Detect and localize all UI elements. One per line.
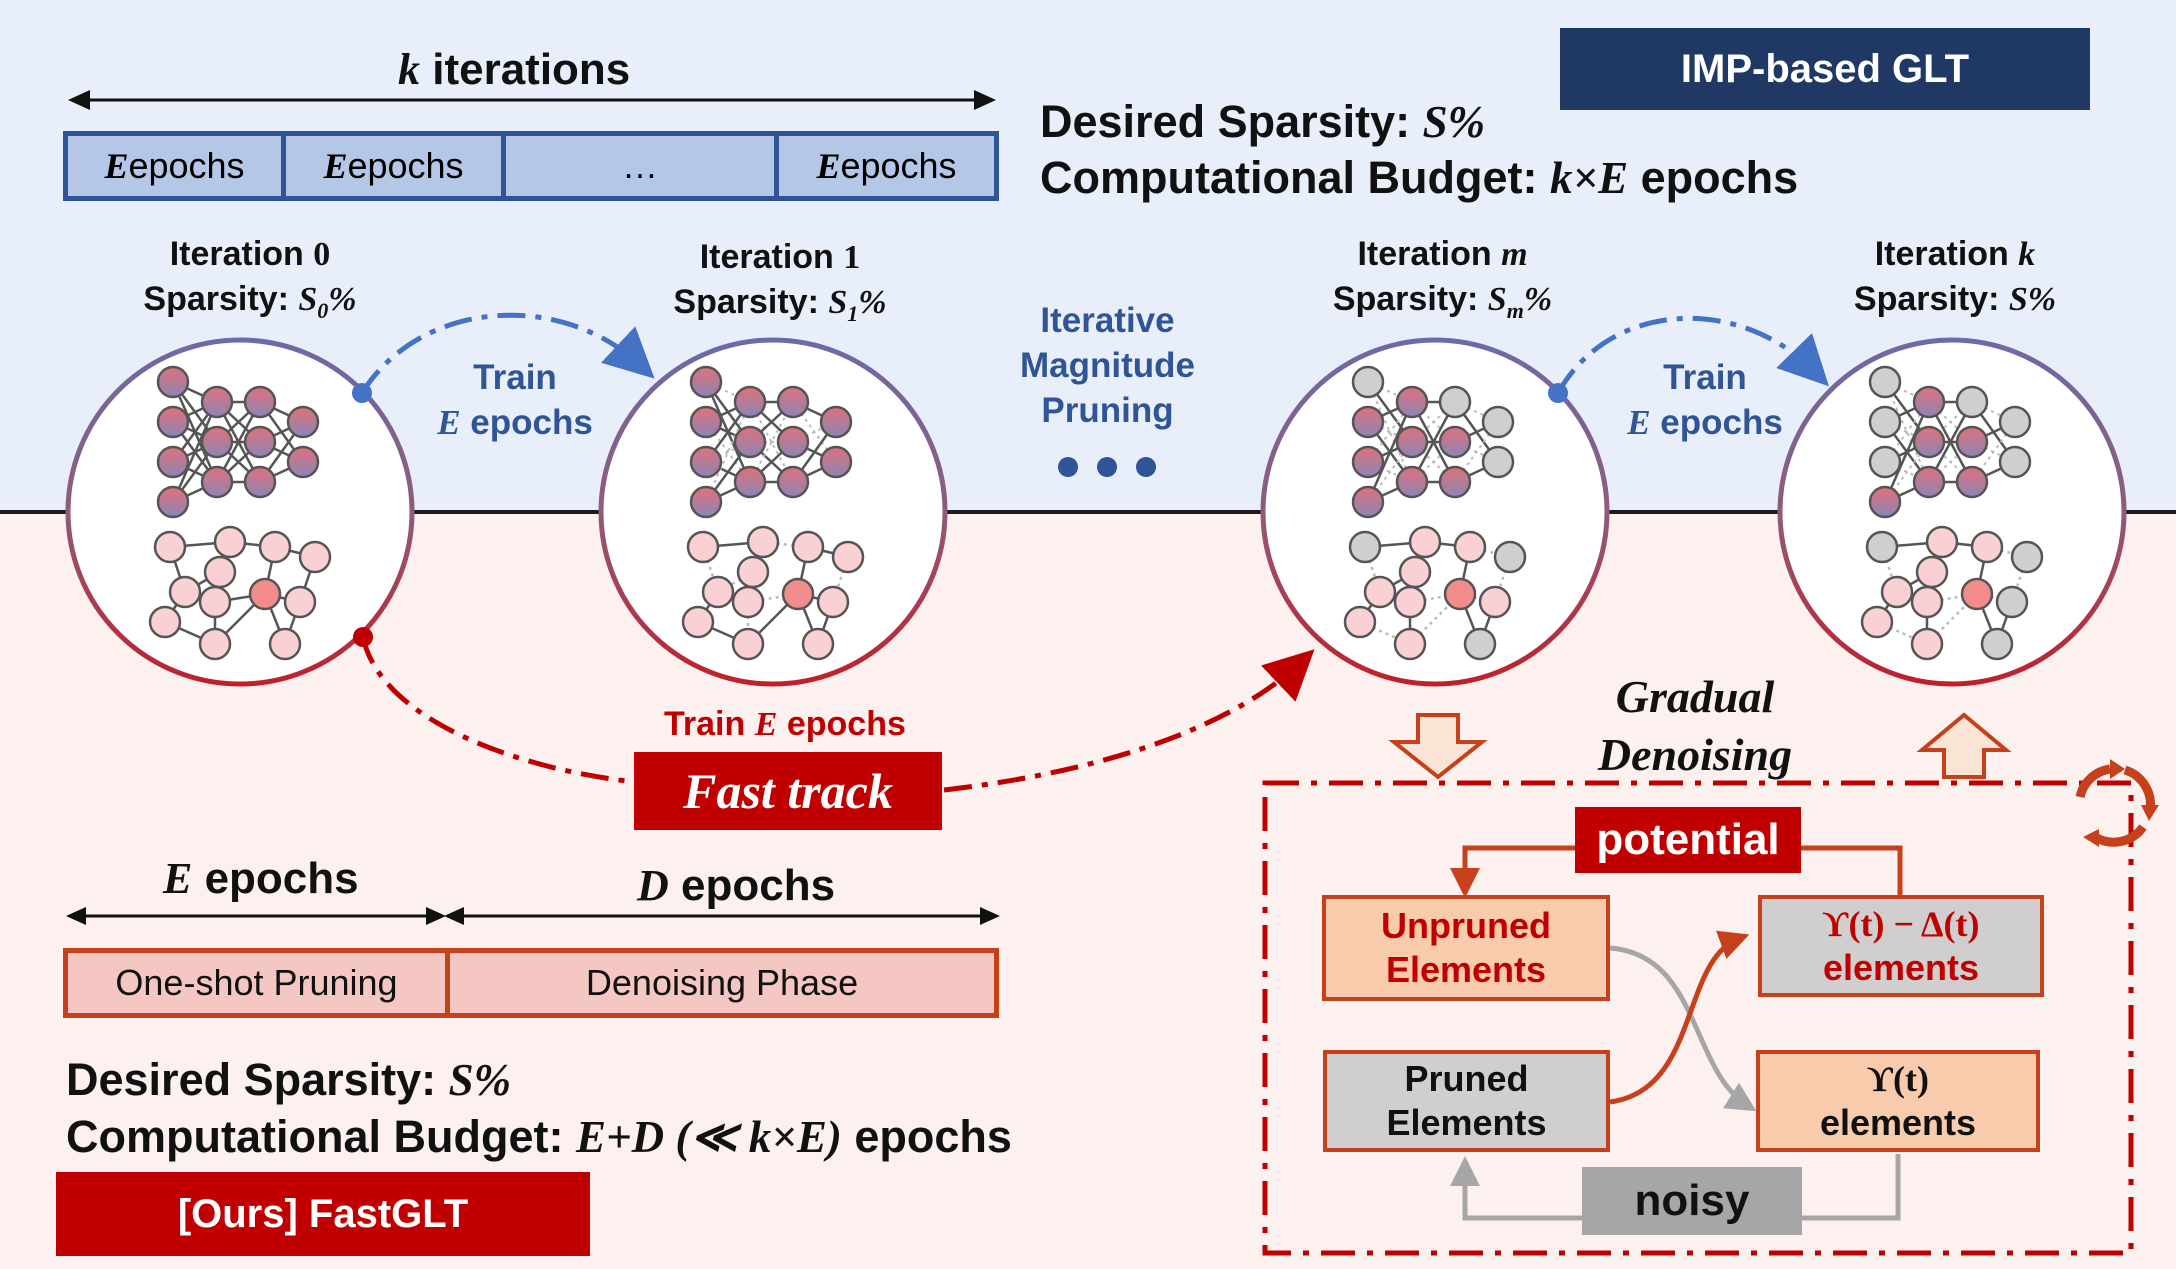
network-icon (1860, 365, 2044, 661)
y-elements-box: ϒ(t)elements (1756, 1050, 2040, 1152)
pruned-to-ydelta-arrow (1609, 930, 1750, 1105)
train-arrow-2 (1555, 315, 1829, 395)
ydelta-elements-box: ϒ(t) − Δ(t)elements (1758, 895, 2044, 997)
oneshot-pruning-cell: One-shot Pruning (68, 953, 450, 1013)
fastglt-desired-sparsity: Desired Sparsity: S% (66, 1054, 512, 1105)
unpruned-to-y-arrow (1609, 945, 1757, 1112)
ellipsis-dot (1058, 457, 1078, 477)
iteration-0-label: Iteration 0 Sparsity: S0% (143, 235, 357, 323)
network-icon (1343, 365, 1527, 661)
imp-label: Iterative Magnitude Pruning (1020, 301, 1195, 430)
region-divider (0, 510, 2176, 514)
ellipsis-dot (1097, 457, 1117, 477)
train-e-epochs-fast: Train E epochs (664, 705, 906, 743)
noisy-badge: noisy (1582, 1167, 1802, 1235)
down-block-arrow (1388, 713, 1488, 780)
epoch-cell: … (506, 136, 779, 196)
network-circle-1 (598, 337, 948, 687)
fastglt-phase-bar: One-shot Pruning Denoising Phase (63, 948, 999, 1018)
network-icon (148, 365, 332, 661)
fastglt-computational-budget: Computational Budget: E+D (≪ k×E) epochs (66, 1111, 1012, 1162)
network-circle-m (1260, 337, 1610, 687)
train-arrow-1 (359, 312, 655, 395)
epoch-cell: E epochs (286, 136, 506, 196)
imp-glt-badge: IMP-based GLT (1560, 28, 2090, 110)
iteration-1-label: Iteration 1 Sparsity: S1% (673, 238, 887, 326)
iteration-m-label: Iteration m Sparsity: Sm% (1332, 235, 1553, 323)
ellipsis-dot (1136, 457, 1156, 477)
denoising-frame (1262, 780, 2134, 1256)
e-epochs-label: E epochs (163, 854, 359, 903)
network-icon (681, 365, 865, 661)
imp-computational-budget: Computational Budget: k×E epochs (1040, 152, 1799, 203)
epoch-bar: E epochs E epochs … E epochs (63, 131, 999, 201)
fast-track-arrow-left (360, 636, 637, 785)
fastglt-badge: [Ours] FastGLT (56, 1172, 590, 1256)
d-epochs-label: D epochs (637, 861, 836, 910)
fast-track-arrow-right (943, 649, 1315, 793)
fast-track-badge: Fast track (634, 752, 942, 830)
denoising-phase-cell: Denoising Phase (585, 962, 859, 1003)
cycle-icon (2075, 759, 2159, 847)
train-label-1: Train E epochs (437, 358, 593, 442)
gradual-denoising-label: Gradual Denoising (1597, 671, 1793, 780)
network-circle-0 (65, 337, 415, 687)
epoch-cell: E epochs (816, 145, 957, 186)
up-block-arrow (1916, 712, 2012, 779)
train-label-2: Train E epochs (1627, 358, 1783, 442)
potential-badge: potential (1575, 807, 1801, 873)
iteration-k-label: Iteration k Sparsity: S% (1853, 235, 2057, 318)
imp-desired-sparsity: Desired Sparsity: S% (1040, 96, 1486, 147)
k-iterations-label: k iterations (398, 45, 631, 94)
network-circle-k (1777, 337, 2127, 687)
epoch-cell: E epochs (68, 136, 286, 196)
